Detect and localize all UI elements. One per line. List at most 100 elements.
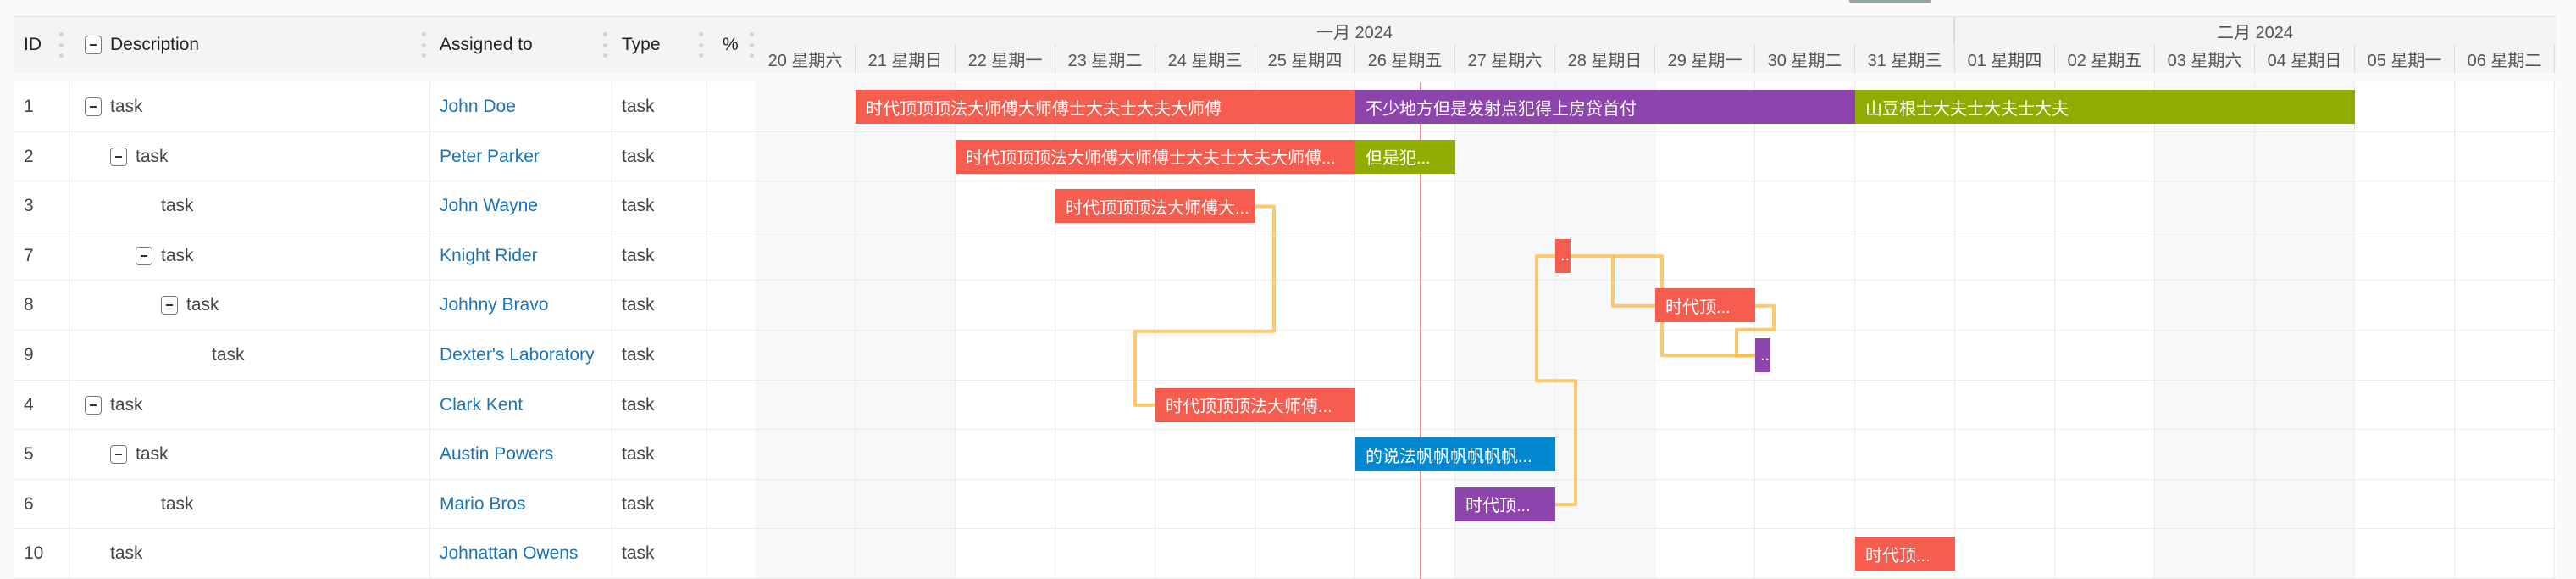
day-label: 21 星期日 — [856, 45, 956, 73]
column-header-id[interactable]: ID — [24, 17, 42, 73]
task-bar[interactable]: 时代顶... — [1655, 288, 1755, 323]
task-description: task — [69, 82, 430, 131]
column-resize-handle[interactable] — [603, 32, 607, 58]
day-label: 24 星期三 — [1155, 45, 1255, 73]
task-bar-label: 山豆根士大夫士大夫士大夫 — [1865, 99, 2069, 119]
task-description: task — [69, 231, 430, 281]
column-header-assigned[interactable]: Assigned to — [440, 17, 533, 73]
task-assignee: Mario Bros — [430, 479, 612, 529]
task-bar[interactable]: ... — [1755, 338, 1770, 372]
task-assignee: Johhny Bravo — [430, 281, 612, 331]
task-id-value: 7 — [24, 245, 34, 265]
assignee-link[interactable]: Knight Rider — [440, 245, 538, 265]
column-header-description[interactable]: Description — [85, 17, 199, 73]
assignee-link[interactable]: Dexter's Laboratory — [440, 345, 595, 365]
table-row[interactable]: 8 task Johhny Bravo task — [14, 281, 756, 331]
task-bar-label: 时代顶顶顶法大师傅大师傅士大夫士大夫大师傅 — [866, 99, 1222, 119]
assignee-link[interactable]: John Wayne — [440, 196, 538, 216]
horizontal-scrollbar-thumb[interactable] — [1849, 0, 1931, 3]
task-type-value: task — [622, 444, 655, 465]
day-label: 03 星期六 — [2155, 45, 2255, 73]
task-bar[interactable]: 时代顶... — [1855, 537, 1955, 571]
column-header-type[interactable]: Type — [622, 17, 661, 73]
day-label: 22 星期一 — [956, 45, 1055, 73]
task-percent — [707, 331, 756, 380]
task-percent — [707, 480, 756, 529]
task-bar[interactable]: 时代顶顶顶法大师傅大... — [1055, 189, 1255, 224]
table-row[interactable]: 5 task Austin Powers task — [14, 430, 756, 480]
day-column — [1555, 82, 1655, 579]
assignee-link[interactable]: Mario Bros — [440, 493, 526, 514]
task-type-value: task — [622, 97, 655, 116]
task-assignee: John Wayne — [430, 181, 612, 231]
row-divider — [756, 528, 2556, 530]
task-description-value: task — [212, 345, 245, 365]
task-bar[interactable]: 时代顶顶顶法大师傅大师傅士大夫士大夫大师傅... — [956, 139, 1355, 174]
collapse-icon[interactable] — [85, 395, 102, 415]
task-id-value: 8 — [24, 295, 34, 315]
day-column — [2355, 82, 2455, 579]
collapse-icon[interactable] — [136, 246, 152, 265]
task-bar[interactable]: 时代顶顶顶法大师傅... — [1155, 387, 1355, 422]
day-column — [2155, 82, 2255, 579]
task-type: task — [612, 331, 707, 380]
task-assignee: Austin Powers — [430, 430, 612, 480]
task-percent — [707, 430, 756, 479]
task-description-value: task — [161, 196, 194, 216]
task-bar[interactable]: 时代顶顶顶法大师傅大师傅士大夫士大夫大师傅 — [856, 90, 1355, 124]
column-header-assigned-label: Assigned to — [440, 35, 533, 54]
column-resize-handle[interactable] — [59, 32, 64, 58]
column-header-description-label: Description — [110, 35, 200, 54]
assignee-link[interactable]: Austin Powers — [440, 444, 554, 465]
task-type: task — [612, 181, 707, 231]
assignee-link[interactable]: John Doe — [440, 97, 516, 116]
column-resize-handle[interactable] — [750, 32, 754, 58]
task-bar[interactable]: ... — [1555, 238, 1571, 273]
dependency-link[interactable] — [1571, 254, 1655, 308]
row-divider — [756, 330, 2556, 331]
task-id-value: 5 — [24, 444, 34, 465]
column-resize-handle[interactable] — [422, 32, 426, 58]
assignee-link[interactable]: Peter Parker — [440, 146, 540, 166]
task-bar[interactable]: 的说法帆帆帆帆帆帆... — [1355, 437, 1555, 472]
dependency-link[interactable] — [1535, 254, 1577, 507]
dependency-link[interactable] — [1133, 204, 1276, 407]
task-id-value: 3 — [24, 196, 34, 216]
day-column — [856, 82, 956, 579]
task-id: 1 — [14, 82, 69, 131]
column-header-percent[interactable]: % — [723, 17, 739, 73]
task-description: task — [69, 430, 430, 480]
task-percent — [707, 281, 756, 330]
task-bar[interactable]: 山豆根士大夫士大夫士大夫 — [1855, 90, 2355, 124]
task-percent — [707, 529, 756, 578]
assignee-link[interactable]: Johnattan Owens — [440, 543, 579, 564]
task-description: task — [69, 281, 430, 331]
task-bar[interactable]: 不少地方但是发射点犯得上房贷首付 — [1355, 90, 1855, 124]
task-bar[interactable]: 时代顶... — [1455, 487, 1555, 521]
assignee-link[interactable]: Johhny Bravo — [440, 295, 549, 315]
collapse-icon[interactable] — [110, 147, 127, 166]
collapse-all-icon[interactable] — [85, 36, 102, 54]
column-resize-handle[interactable] — [699, 32, 703, 58]
assignee-link[interactable]: Clark Kent — [440, 394, 524, 415]
task-bar[interactable]: 但是犯... — [1355, 139, 1455, 174]
table-row[interactable]: 3 task John Wayne task — [14, 181, 756, 231]
row-divider — [756, 429, 2556, 431]
task-type: task — [612, 82, 707, 131]
dependency-link[interactable] — [1735, 303, 1776, 358]
collapse-icon[interactable] — [110, 445, 127, 465]
collapse-icon[interactable] — [161, 296, 178, 315]
collapse-icon[interactable] — [85, 97, 102, 116]
task-description-value: task — [110, 394, 143, 415]
day-label: 20 星期六 — [756, 45, 856, 73]
task-type: task — [612, 281, 707, 331]
task-description-value: task — [186, 295, 219, 315]
